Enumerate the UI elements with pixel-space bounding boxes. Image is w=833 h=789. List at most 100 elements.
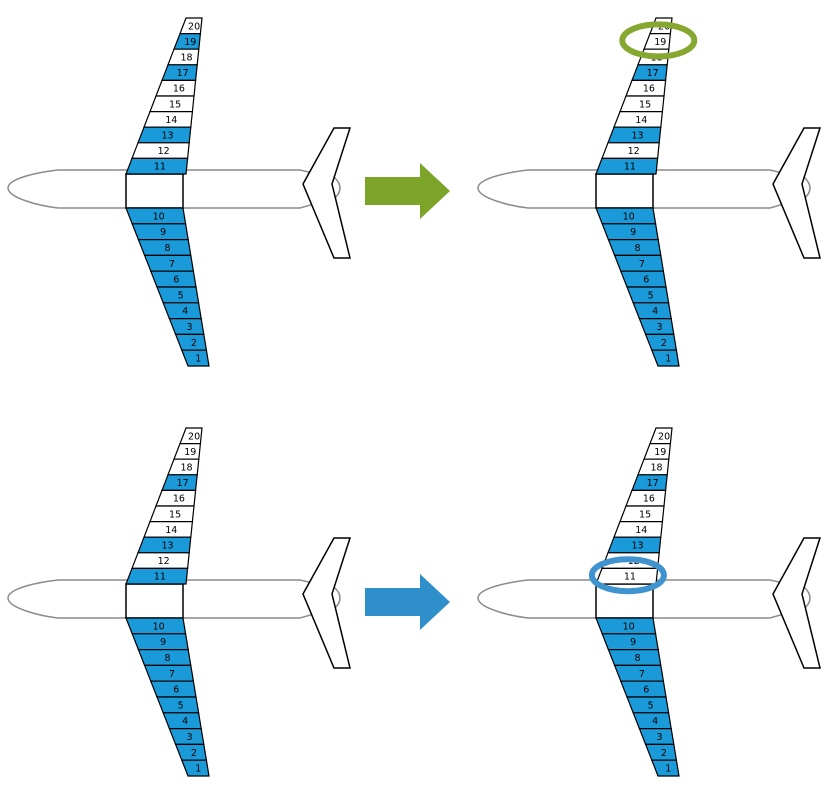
fuel-tank-label-8: 8 bbox=[164, 243, 170, 254]
center-wing-box bbox=[125, 173, 184, 209]
fuel-tank-label-7: 7 bbox=[169, 259, 175, 270]
fuel-tank-label-6: 6 bbox=[173, 275, 179, 286]
fuselage-outline bbox=[477, 579, 811, 619]
fuel-tank-label-16: 16 bbox=[173, 84, 185, 95]
fuel-tank-label-7: 7 bbox=[169, 669, 175, 680]
fuel-tank-label-17: 17 bbox=[177, 68, 189, 79]
fuel-tank-label-4: 4 bbox=[182, 306, 188, 317]
fuel-tank-label-2: 2 bbox=[661, 338, 667, 349]
fuel-tank-label-5: 5 bbox=[178, 700, 184, 711]
fuel-tank-label-3: 3 bbox=[656, 732, 662, 743]
fuel-tank-1 bbox=[180, 349, 210, 367]
fuel-tank-label-5: 5 bbox=[178, 290, 184, 301]
fuel-tank-label-6: 6 bbox=[643, 275, 649, 286]
fuel-tank-label-19: 19 bbox=[184, 37, 196, 48]
fuel-tank-label-18: 18 bbox=[650, 463, 662, 474]
fuel-tank-label-16: 16 bbox=[643, 494, 655, 505]
fuel-tank-label-15: 15 bbox=[169, 509, 181, 520]
fuel-tank-label-8: 8 bbox=[634, 653, 640, 664]
center-wing-box bbox=[125, 583, 184, 619]
fuselage-outline bbox=[7, 169, 341, 209]
fuel-tank-label-13: 13 bbox=[631, 131, 643, 142]
highlight-ring-tank-19 bbox=[619, 21, 698, 60]
fuel-tank-label-5: 5 bbox=[648, 290, 654, 301]
fuel-tank-label-10: 10 bbox=[623, 211, 635, 222]
fuel-tank-label-15: 15 bbox=[639, 99, 651, 110]
fuel-tank-label-14: 14 bbox=[635, 115, 647, 126]
tail-stabiliser bbox=[302, 537, 352, 669]
fuel-tank-label-9: 9 bbox=[160, 227, 166, 238]
fuel-tank-label-20: 20 bbox=[188, 21, 200, 32]
fuel-tank-label-18: 18 bbox=[180, 463, 192, 474]
fuel-tank-label-3: 3 bbox=[186, 322, 192, 333]
fuel-tank-label-2: 2 bbox=[191, 338, 197, 349]
fuel-tank-label-17: 17 bbox=[177, 478, 189, 489]
fuel-tank-label-12: 12 bbox=[628, 146, 640, 157]
fuel-tank-1 bbox=[180, 759, 210, 777]
fuel-tank-label-6: 6 bbox=[643, 685, 649, 696]
fuel-tank-label-11: 11 bbox=[624, 572, 636, 583]
fuel-tank-label-15: 15 bbox=[169, 99, 181, 110]
fuel-tank-label-15: 15 bbox=[639, 509, 651, 520]
fuel-tank-label-3: 3 bbox=[656, 322, 662, 333]
fuel-tank-1 bbox=[650, 759, 680, 777]
arrow-right-bottom bbox=[365, 574, 450, 630]
fuel-tank-label-10: 10 bbox=[153, 211, 165, 222]
fuel-tank-label-20: 20 bbox=[658, 431, 670, 442]
fuel-tank-label-5: 5 bbox=[648, 700, 654, 711]
fuel-tank-label-1: 1 bbox=[665, 354, 671, 365]
arrow-right-top bbox=[365, 163, 450, 219]
fuel-tank-11 bbox=[125, 157, 189, 175]
fuel-tank-label-9: 9 bbox=[630, 637, 636, 648]
fuel-tank-1 bbox=[650, 349, 680, 367]
fuel-tank-label-19: 19 bbox=[654, 447, 666, 458]
fuel-tank-label-18: 18 bbox=[180, 53, 192, 64]
fuel-tank-label-8: 8 bbox=[164, 653, 170, 664]
fuel-tank-label-4: 4 bbox=[652, 716, 658, 727]
fuel-tank-label-17: 17 bbox=[647, 478, 659, 489]
tail-stabiliser bbox=[772, 127, 822, 259]
fuel-tank-label-2: 2 bbox=[661, 748, 667, 759]
highlight-ring-tank-11 bbox=[588, 556, 667, 595]
fuselage-outline bbox=[7, 579, 341, 619]
fuel-tank-label-19: 19 bbox=[184, 447, 196, 458]
tail-stabiliser bbox=[772, 537, 822, 669]
fuel-tank-label-11: 11 bbox=[624, 162, 636, 173]
fuel-tank-label-8: 8 bbox=[634, 243, 640, 254]
fuel-tank-label-14: 14 bbox=[635, 525, 647, 536]
fuel-tank-label-7: 7 bbox=[639, 669, 645, 680]
fuel-tank-label-13: 13 bbox=[161, 131, 173, 142]
fuselage-outline bbox=[477, 169, 811, 209]
fuel-tank-label-13: 13 bbox=[161, 541, 173, 552]
fuel-tank-label-1: 1 bbox=[195, 354, 201, 365]
fuel-tank-label-20: 20 bbox=[188, 431, 200, 442]
fuel-tank-label-10: 10 bbox=[153, 621, 165, 632]
fuel-tank-label-16: 16 bbox=[173, 494, 185, 505]
fuel-tank-label-16: 16 bbox=[643, 84, 655, 95]
fuel-tank-label-1: 1 bbox=[195, 764, 201, 775]
center-wing-box bbox=[595, 173, 654, 209]
fuel-tank-label-1: 1 bbox=[665, 764, 671, 775]
fuel-tank-label-3: 3 bbox=[186, 732, 192, 743]
fuel-tank-label-13: 13 bbox=[631, 541, 643, 552]
fuel-tank-label-4: 4 bbox=[652, 306, 658, 317]
fuel-tank-label-10: 10 bbox=[623, 621, 635, 632]
fuel-tank-label-14: 14 bbox=[165, 525, 177, 536]
tail-stabiliser bbox=[302, 127, 352, 259]
fuel-tank-label-11: 11 bbox=[154, 572, 166, 583]
fuel-tank-label-12: 12 bbox=[158, 556, 170, 567]
fuel-tank-11 bbox=[595, 157, 659, 175]
fuel-tank-label-12: 12 bbox=[158, 146, 170, 157]
fuel-tank-label-19: 19 bbox=[654, 37, 666, 48]
fuel-tank-11 bbox=[125, 567, 189, 585]
fuel-tank-label-17: 17 bbox=[647, 68, 659, 79]
fuel-tank-label-11: 11 bbox=[154, 162, 166, 173]
fuel-tank-label-2: 2 bbox=[191, 748, 197, 759]
fuel-tank-label-9: 9 bbox=[160, 637, 166, 648]
fuel-tank-label-4: 4 bbox=[182, 716, 188, 727]
